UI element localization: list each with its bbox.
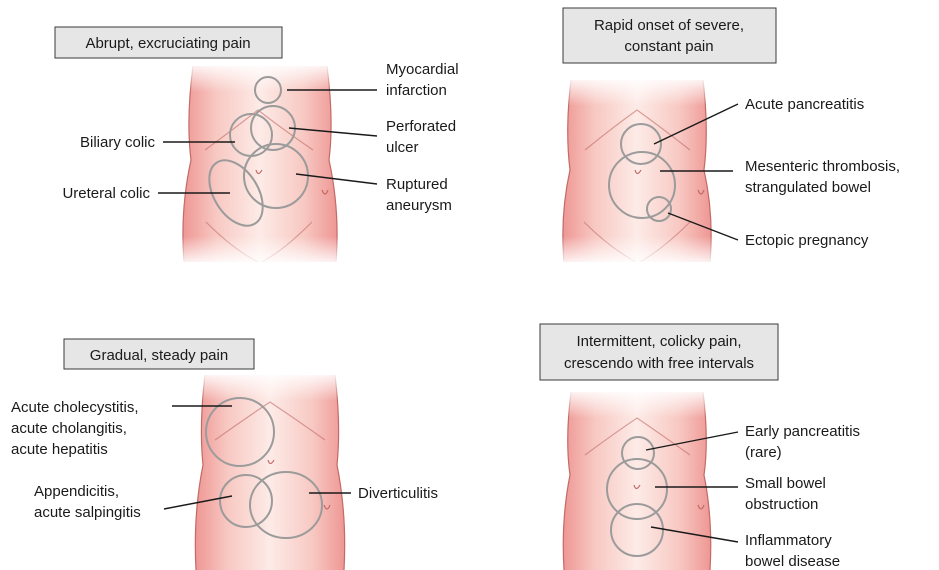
- label-early-pancreatitis-2: (rare): [745, 444, 782, 461]
- title-box: Intermittent, colicky pain, crescendo wi…: [540, 324, 778, 380]
- panel-title: Gradual, steady pain: [90, 347, 228, 364]
- label-perforated-1: Perforated: [386, 118, 456, 135]
- torso-figure: [558, 388, 718, 570]
- label-cholecystitis-2: acute cholangitis,: [11, 420, 127, 437]
- panel-title-2: crescendo with free intervals: [564, 355, 754, 372]
- label-small-bowel-1: Small bowel: [745, 475, 826, 492]
- label-ruptured-2: aneurysm: [386, 197, 452, 214]
- panel-rapid-onset-pain: Rapid onset of severe, constant pain Acu…: [558, 8, 900, 266]
- label-cholecystitis-1: Acute cholecystitis,: [11, 399, 139, 416]
- label-appendicitis-1: Appendicitis,: [34, 483, 119, 500]
- label-myocardial-2: infarction: [386, 82, 447, 99]
- label-myocardial-1: Myocardial: [386, 61, 459, 78]
- panel-title-1: Intermittent, colicky pain,: [576, 333, 741, 350]
- label-ibd-1: Inflammatory: [745, 532, 832, 549]
- label-mesenteric-2: strangulated bowel: [745, 179, 871, 196]
- title-box: Gradual, steady pain: [64, 339, 254, 369]
- torso-figure: [190, 371, 350, 570]
- label-diverticulitis: Diverticulitis: [358, 485, 438, 502]
- label-ectopic: Ectopic pregnancy: [745, 232, 869, 249]
- panel-title-2: constant pain: [624, 38, 713, 55]
- torso-figure: [180, 62, 340, 266]
- label-ibd-2: bowel disease: [745, 553, 840, 570]
- panel-abrupt-pain: Abrupt, excruciating pain Myocardial inf…: [55, 27, 459, 266]
- label-ruptured-1: Ruptured: [386, 176, 448, 193]
- panel-colicky-pain: Intermittent, colicky pain, crescendo wi…: [540, 324, 860, 570]
- label-ureteral: Ureteral colic: [62, 185, 150, 202]
- panel-title-1: Rapid onset of severe,: [594, 17, 744, 34]
- label-mesenteric-1: Mesenteric thrombosis,: [745, 158, 900, 175]
- panel-title: Abrupt, excruciating pain: [85, 35, 250, 52]
- label-biliary: Biliary colic: [80, 134, 156, 151]
- label-small-bowel-2: obstruction: [745, 496, 818, 513]
- label-appendicitis-2: acute salpingitis: [34, 504, 141, 521]
- title-box: Abrupt, excruciating pain: [55, 27, 282, 58]
- panel-gradual-pain: Gradual, steady pain Acute cholecystitis…: [11, 339, 438, 570]
- label-pancreatitis: Acute pancreatitis: [745, 96, 864, 113]
- label-cholecystitis-3: acute hepatitis: [11, 441, 108, 458]
- title-box: Rapid onset of severe, constant pain: [563, 8, 776, 63]
- label-perforated-2: ulcer: [386, 139, 419, 156]
- label-early-pancreatitis-1: Early pancreatitis: [745, 423, 860, 440]
